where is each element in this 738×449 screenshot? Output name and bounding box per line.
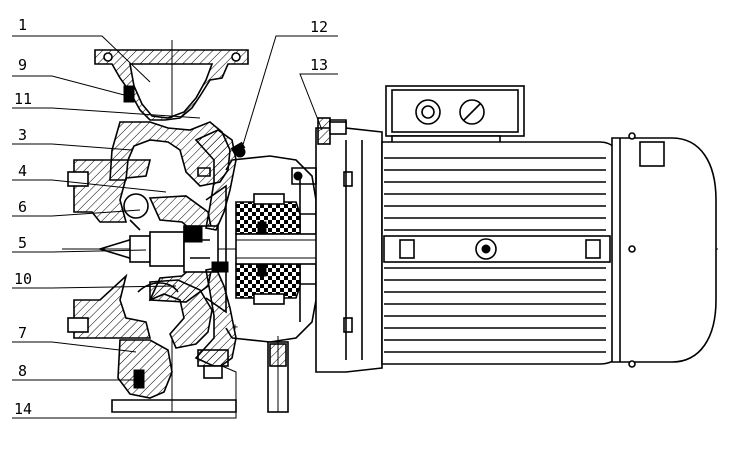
electric-motor [381, 85, 717, 368]
callout-12: 12 [310, 18, 328, 36]
callout-9: 9 [18, 56, 27, 74]
callout-7: 7 [18, 324, 27, 342]
callout-4: 4 [18, 162, 27, 180]
svg-text:+: + [232, 322, 238, 333]
motor-flange [291, 117, 383, 373]
leader-lines [12, 35, 338, 419]
callout-5: 5 [18, 234, 27, 252]
callout-8: 8 [18, 362, 27, 380]
casing-cover [194, 129, 246, 369]
callout-14: 14 [14, 400, 32, 418]
impeller [129, 195, 219, 303]
cooling-fins [384, 157, 606, 353]
support-leg [267, 336, 289, 413]
callout-1: 1 [18, 16, 27, 34]
callout-3: 3 [18, 126, 27, 144]
callout-13: 13 [310, 56, 328, 74]
drain-bolts [123, 85, 229, 389]
callout-11: 11 [14, 90, 32, 108]
callout-10: 10 [14, 270, 32, 288]
callout-6: 6 [18, 198, 27, 216]
